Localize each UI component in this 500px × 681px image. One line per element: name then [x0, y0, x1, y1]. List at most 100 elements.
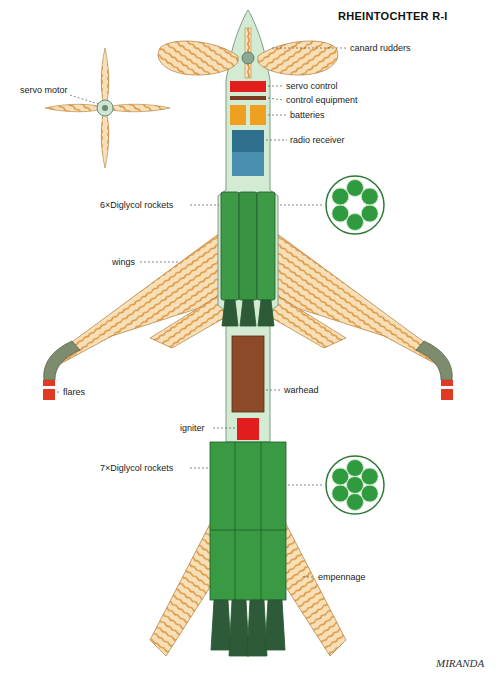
- leader-lines: [57, 392, 61, 393]
- servo-motor-icon: [101, 108, 109, 168]
- part-label: igniter: [180, 423, 205, 434]
- canard-rudders: [242, 52, 254, 64]
- part-label: flares: [63, 387, 85, 398]
- sustainer-rockets: [239, 192, 257, 300]
- radio-receiver-block: [232, 130, 264, 152]
- cross-section-six: [326, 176, 384, 234]
- wing-left: [44, 341, 80, 380]
- leader-lines: [266, 140, 287, 141]
- leader-lines: [272, 48, 346, 49]
- booster-stage: [261, 442, 262, 600]
- cross-section-seven: [326, 456, 384, 514]
- leader-lines: [268, 86, 283, 87]
- leader-lines: [190, 205, 219, 206]
- booster-stage: [210, 530, 286, 531]
- part-label: batteries: [290, 110, 325, 121]
- leader-lines: [70, 95, 98, 104]
- servo-motor-icon: [45, 48, 170, 168]
- servo-motor-icon: [97, 100, 113, 116]
- upper-stage-body: [218, 10, 278, 442]
- servo-motor-icon: [102, 105, 108, 111]
- rocket-tube-section: [361, 188, 378, 205]
- servo-control-block: [230, 81, 266, 92]
- servo-motor-icon: [101, 48, 109, 108]
- wing-right: [272, 230, 437, 364]
- part-label: 7×Diglycol rockets: [100, 463, 173, 474]
- sustainer-rockets: [221, 192, 275, 326]
- servo-motor-icon: [45, 104, 105, 112]
- rocket-tube-section: [347, 494, 364, 511]
- sustainer-rockets: [222, 300, 238, 326]
- wing-left: [60, 230, 225, 364]
- rocket-tube-section: [361, 468, 378, 485]
- leader-lines: [303, 577, 314, 578]
- booster-stage: [229, 600, 249, 656]
- rocket-tube-section: [361, 205, 378, 222]
- leader-lines: [190, 468, 208, 469]
- canard-rudders: [158, 41, 238, 75]
- part-label: canard rudders: [350, 43, 411, 54]
- part-label: empennage: [318, 572, 366, 583]
- wing-right: [416, 341, 452, 380]
- igniter-block: [237, 418, 259, 440]
- cross-section-seven: [326, 456, 384, 514]
- wing-right: [272, 292, 346, 348]
- wing-left: [43, 380, 55, 400]
- warhead-block: [232, 336, 264, 412]
- empennage-fins: [150, 520, 212, 656]
- control-equipment-block: [230, 96, 266, 100]
- booster-stage: [265, 600, 285, 650]
- equipment: [230, 81, 266, 176]
- canard-rudders: [158, 28, 338, 78]
- part-label: servo control: [286, 81, 338, 92]
- rocket-tube-section: [332, 188, 349, 205]
- radio-receiver-block: [232, 152, 264, 176]
- leader-lines: [140, 262, 178, 263]
- booster-stage: [210, 442, 286, 600]
- part-label: 6×Diglycol rockets: [100, 200, 173, 211]
- rocket-tube-section: [332, 485, 349, 502]
- canard-rudders: [258, 41, 338, 75]
- rocket-tube-section: [347, 460, 364, 477]
- rocket-tube-section: [347, 214, 364, 231]
- sustainer-rockets: [257, 192, 275, 300]
- battery-block: [250, 105, 266, 125]
- wing-right: [441, 380, 453, 400]
- sustainer-rockets: [258, 300, 274, 326]
- rocket-tube-section: [332, 468, 349, 485]
- booster-stage: [211, 600, 231, 650]
- leader-lines: [280, 205, 324, 206]
- wing-left: [43, 386, 55, 389]
- leader-lines: [213, 428, 235, 429]
- empennage-fins: [284, 520, 346, 656]
- sustainer-rockets: [240, 300, 256, 326]
- wing-right: [272, 230, 453, 400]
- upper-stage-body: [218, 10, 278, 442]
- rocket-tube-section: [332, 205, 349, 222]
- signature: MIRANDA: [436, 658, 484, 669]
- wing-left: [43, 230, 224, 400]
- wing-right: [441, 386, 453, 389]
- booster-stage: [210, 442, 286, 656]
- part-label: servo motor: [20, 85, 68, 96]
- rocket-tube-section: [361, 485, 378, 502]
- part-label: warhead: [284, 385, 319, 396]
- leader-lines: [268, 115, 287, 116]
- part-label: wings: [112, 257, 135, 268]
- leader-lines: [288, 485, 324, 486]
- booster-stage: [247, 600, 267, 656]
- sustainer-rockets: [221, 192, 239, 300]
- wing-left: [150, 292, 224, 348]
- leader-lines: [268, 98, 283, 100]
- servo-motor-icon: [105, 104, 170, 112]
- cross-section-six: [326, 176, 384, 234]
- leader-lines: [266, 390, 281, 391]
- rocket-tube-section: [347, 180, 364, 197]
- rocket-tube-section: [347, 477, 364, 494]
- title: RHEINTOCHTER R-I: [338, 10, 448, 23]
- booster-stage: [235, 442, 236, 600]
- part-label: control equipment: [286, 95, 358, 106]
